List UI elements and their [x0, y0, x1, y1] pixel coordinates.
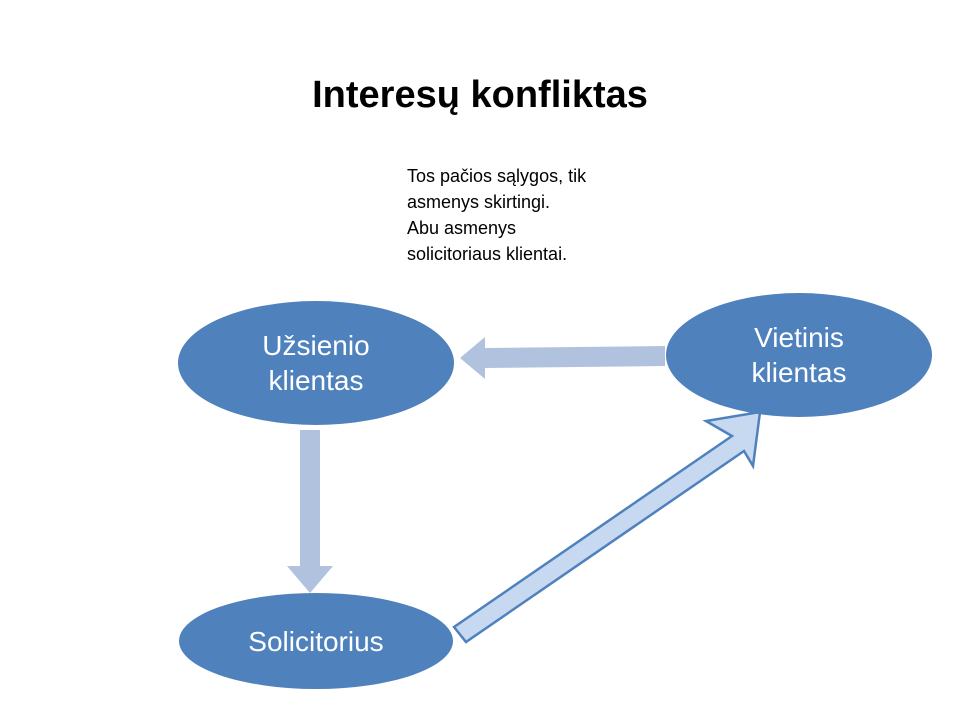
note-text: Tos pačios sąlygos, tik asmenys skirting…	[407, 163, 667, 267]
node-solicitor-label: Solicitorius	[179, 593, 453, 689]
note-line: solicitoriaus klientai.	[407, 244, 568, 264]
node-local-client-label: Vietinis klientas	[666, 293, 932, 417]
arrow-local-to-foreign	[460, 337, 665, 379]
node-label-line: klientas	[751, 357, 847, 388]
node-label-line: Solicitorius	[248, 625, 384, 657]
note-line: Tos pačios sąlygos, tik	[407, 166, 587, 186]
node-label-line: Užsienio	[262, 330, 370, 361]
node-local-client	[666, 293, 932, 417]
node-label-line: Vietinis	[754, 322, 844, 353]
note-line: Abu asmenys	[407, 218, 517, 238]
note-line: asmenys skirtingi.	[407, 192, 551, 212]
node-foreign-client	[178, 301, 454, 425]
node-foreign-client-label: Užsienio klientas	[178, 301, 454, 425]
arrow-foreign-to-solicitor	[287, 430, 333, 593]
node-solicitor	[179, 593, 453, 689]
slide-title: Interesų konfliktas	[312, 74, 648, 116]
node-label-line: klientas	[268, 365, 364, 396]
arrow-solicitor-to-local	[452, 410, 762, 644]
